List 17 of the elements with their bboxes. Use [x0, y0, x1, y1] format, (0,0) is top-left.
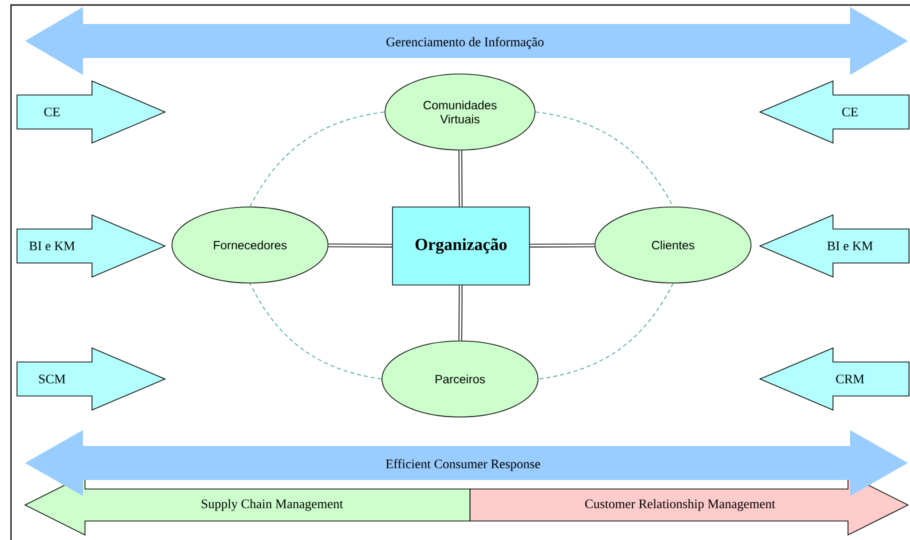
process-box: Organização: [392, 206, 530, 286]
connector-line: [530, 244, 595, 248]
dashed-arc: [250, 112, 385, 207]
dashed-arc: [250, 283, 382, 380]
dashed-arc: [538, 283, 674, 380]
ellipse-node: Fornecedores: [172, 206, 328, 284]
ellipse-node: Comunidades Virtuais: [384, 74, 536, 150]
half-arrow-band: Supply Chain Management: [24, 474, 470, 536]
ellipse-node: Clientes: [594, 206, 752, 284]
half-arrow-band: Customer Relationship Management: [470, 474, 909, 536]
connector-line: [328, 244, 392, 248]
double-arrow-band: Gerenciamento de Informação: [25, 7, 908, 75]
dashed-arc: [535, 112, 674, 207]
double-arrow-band: Efficient Consumer Response: [25, 430, 908, 496]
ellipse-node: Parceiros: [382, 340, 538, 418]
connector-line: [458, 285, 462, 341]
connector-line: [458, 150, 463, 207]
